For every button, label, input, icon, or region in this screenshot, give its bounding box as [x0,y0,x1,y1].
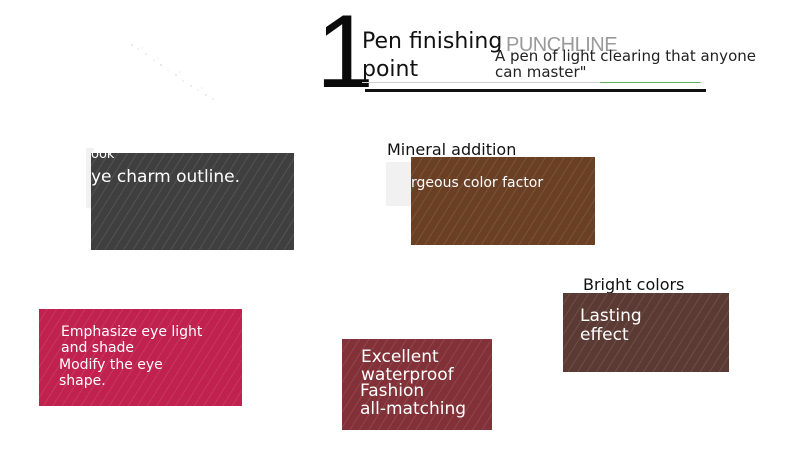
feature-box-waterproof [342,339,492,430]
punchline-label: PUNCHLINE [506,34,618,56]
waterproof-line2: waterproof [361,365,454,385]
charm-text-clip: ye charm outline. [91,164,294,190]
section-title-line2: point [362,57,419,82]
mineral-text-clip: rgeous color factor [411,172,595,194]
section-title-line1: Pen finishing [362,29,503,54]
mineral-label: Mineral addition [387,140,517,159]
punchline-subtitle: A pen of light clearing that anyone can … [495,48,785,80]
feature-box-mineral [411,157,595,245]
subtitle-line1: A pen of light clearing that anyone [495,47,756,65]
mineral-text: rgeous color factor [411,175,544,191]
waterproof-line1: Excellent [361,347,439,367]
subtitle-line2: can master" [495,63,587,81]
decorative-speckle [131,44,214,100]
ghost-panel [86,148,94,208]
header-divider-thick [365,89,706,92]
section-number: 1 [316,0,374,110]
header-divider-accent [600,82,700,83]
waterproof-line3: Fashion [360,381,425,401]
bright-label: Bright colors [583,275,685,294]
emphasize-line1: Emphasize eye light [61,324,203,340]
feature-box-emphasize [39,309,242,406]
ghost-panel [386,162,411,206]
bright-line2: effect [580,325,629,345]
emphasize-line2: and shade [61,340,135,356]
header-divider-thin [362,82,702,83]
charm-label-top: ook [91,147,115,162]
emphasize-line4: shape. [59,373,106,389]
feature-box-charm [91,153,294,250]
emphasize-line3: Modify the eye [59,357,163,373]
bright-line1: Lasting [580,306,642,326]
charm-label-clip: ook [91,143,291,165]
feature-box-bright [563,293,729,372]
charm-text: ye charm outline. [91,167,241,187]
waterproof-line4: all-matching [360,399,467,419]
